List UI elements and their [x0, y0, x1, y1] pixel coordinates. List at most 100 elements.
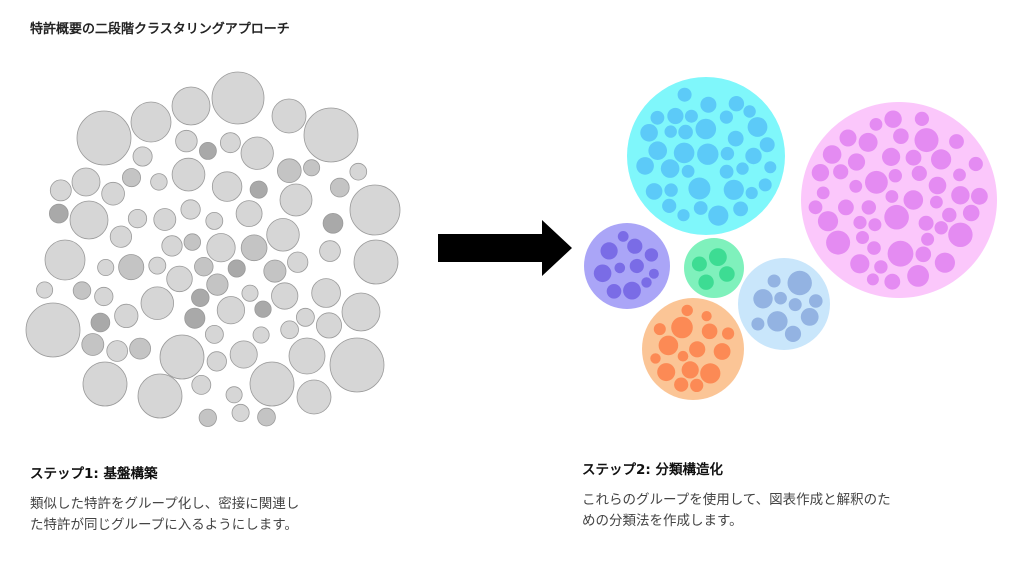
step2-description-line: これらのグループを使用して、図表作成と解釈のた [582, 492, 891, 508]
patent-bubble [227, 259, 246, 278]
cluster-member-bubble [868, 218, 882, 232]
cluster-member-bubble [949, 134, 964, 149]
cluster-member-bubble [695, 118, 717, 140]
cluster-member-bubble [640, 124, 658, 142]
cluster-member-bubble [861, 200, 876, 215]
patent-bubble [303, 159, 321, 177]
cluster-member-bubble [691, 256, 707, 272]
patent-bubble [206, 273, 229, 296]
patent-bubble [319, 240, 341, 262]
cluster-member-bubble [962, 204, 980, 222]
cluster-member-bubble [809, 294, 823, 308]
patent-bubble [180, 199, 201, 220]
cluster-member-bubble [884, 273, 901, 290]
cluster-member-bubble [681, 304, 693, 317]
cluster-member-bubble [764, 161, 777, 174]
cluster-member-bubble [758, 178, 772, 192]
cluster-member-bubble [681, 164, 695, 178]
cluster-member-bubble [931, 149, 952, 170]
patent-bubble [159, 334, 205, 380]
patent-bubble [252, 326, 270, 344]
cluster-member-bubble [882, 147, 901, 166]
cluster-member-bubble [723, 179, 744, 200]
patent-bubble [97, 258, 115, 276]
cluster-member-bubble [664, 183, 678, 197]
patent-bubble [349, 162, 368, 181]
cluster-member-bubble [627, 238, 643, 254]
cluster-member-bubble [664, 125, 677, 138]
cluster-member-bubble [674, 377, 689, 392]
patent-bubble [229, 340, 258, 369]
cluster-member-bubble [728, 96, 745, 112]
cluster-member-bubble [915, 246, 932, 263]
cluster-member-bubble [708, 205, 729, 226]
patent-bubble [241, 284, 259, 302]
cluster-member-bubble [689, 341, 706, 358]
patent-bubble [276, 158, 302, 184]
cluster-member-bubble [934, 252, 956, 273]
patent-bubble [82, 361, 128, 407]
step1-description-line: 類似した特許をグループ化し、密接に関連し [30, 496, 300, 512]
cluster-member-bubble [921, 232, 935, 246]
cluster-member-bubble [885, 190, 899, 203]
ungrouped-patent-bubbles [25, 71, 401, 427]
patent-bubble [206, 233, 236, 263]
cluster-member-bubble [928, 176, 947, 195]
cluster-member-bubble [720, 146, 735, 161]
cluster-member-bubble [650, 353, 661, 364]
cluster-member-bubble [671, 316, 693, 339]
patent-bubble [211, 71, 265, 125]
patent-bubble [166, 265, 193, 293]
cluster-member-bubble [614, 262, 626, 274]
cluster-member-bubble [816, 186, 830, 200]
patent-bubble [206, 351, 227, 372]
patent-bubble [266, 218, 300, 252]
cluster-member-bubble [719, 266, 735, 282]
patent-bubble [184, 307, 206, 329]
cluster-member-bubble [903, 190, 924, 210]
cluster-member-bubble [849, 179, 863, 193]
patent-bubble [183, 233, 202, 251]
cluster-member-bubble [867, 241, 881, 255]
cluster-member-bubble [677, 209, 690, 222]
patent-bubble [122, 168, 142, 188]
patent-bubble [279, 183, 313, 217]
cluster-member-bubble [884, 204, 909, 230]
patent-bubble [249, 361, 295, 407]
patent-bubble [254, 300, 272, 318]
patent-bubble [329, 337, 385, 393]
cluster-member-bubble [650, 110, 665, 125]
step1-description-line: た特許が同じグループに入るようにします。 [30, 517, 298, 533]
step2-description: これらのグループを使用して、図表作成と解釈のた めの分類法を作成します。 [582, 490, 992, 532]
cluster-member-bubble [767, 274, 781, 288]
step2-description-line: めの分類法を作成します。 [582, 513, 743, 529]
patent-bubble [130, 101, 172, 143]
cluster-member-bubble [951, 186, 970, 205]
patent-bubble [129, 337, 152, 360]
patent-bubble [315, 312, 342, 339]
cluster-member-bubble [678, 124, 693, 140]
patent-bubble [257, 407, 276, 427]
patent-bubble [329, 177, 350, 198]
cluster-member-bubble [953, 168, 966, 182]
patent-bubble [101, 181, 125, 206]
patent-bubble [127, 209, 148, 229]
patent-cluster-groups [584, 77, 997, 400]
cluster-member-bubble [893, 128, 909, 144]
cluster-member-bubble [788, 298, 802, 312]
patent-bubble [211, 171, 243, 202]
cluster-member-bubble [736, 162, 749, 175]
cluster-member-bubble [918, 215, 934, 231]
patent-bubble [140, 286, 174, 320]
cluster-member-bubble [747, 117, 768, 137]
cluster-member-bubble [907, 265, 929, 287]
cluster-member-bubble [697, 143, 719, 165]
cluster-member-bubble [709, 248, 727, 266]
step1-description: 類似した特許をグループ化し、密接に関連し た特許が同じグループに入るようにします… [30, 494, 390, 536]
cluster-member-bubble [600, 242, 618, 260]
patent-bubble [271, 282, 299, 310]
cluster-member-bubble [874, 260, 888, 274]
cluster-member-bubble [838, 199, 854, 216]
patent-bubble [49, 203, 69, 224]
cluster-member-bubble [856, 231, 869, 244]
